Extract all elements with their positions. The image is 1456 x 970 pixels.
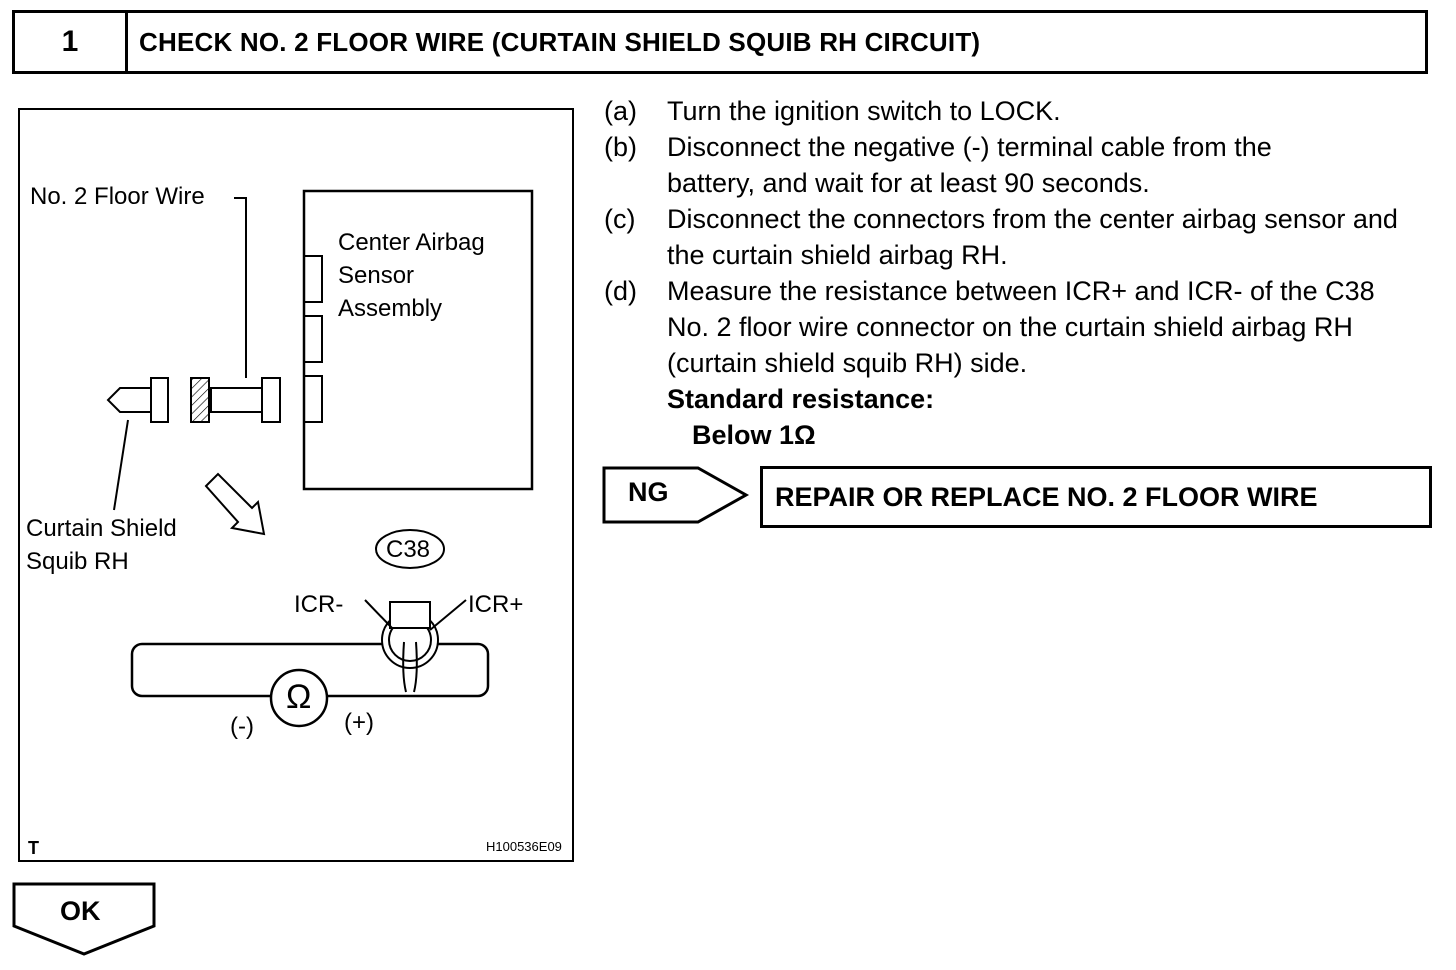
- c38-connector-head: [389, 601, 431, 629]
- floor-wire-body: [210, 387, 263, 413]
- step-text: Turn the ignition switch to LOCK.: [667, 96, 1061, 126]
- floor-wire-leader: [234, 197, 247, 378]
- sensor-connector-3: [303, 375, 323, 423]
- figure-code: H100536E09: [486, 839, 562, 854]
- sensor-connector-2: [303, 315, 323, 363]
- step-a: (a) Turn the ignition switch to LOCK.: [604, 93, 1444, 129]
- step-letter: (b): [604, 132, 637, 162]
- ok-label: OK: [60, 896, 101, 926]
- floor-wire-plug-right: [261, 377, 281, 423]
- label-sensor-line1: Center Airbag: [338, 229, 485, 256]
- step-c: (c) Disconnect the connectors from the c…: [604, 201, 1444, 273]
- hatched-plug: [190, 377, 210, 423]
- squib-connector: [150, 377, 169, 423]
- step-number: 1: [15, 13, 128, 71]
- ok-arrow-shape: [12, 882, 156, 956]
- connector-code: C38: [386, 536, 431, 563]
- wiring-drawing: [106, 189, 534, 728]
- step-text: Measure the resistance between ICR+ and …: [667, 276, 1375, 378]
- step-b: (b) Disconnect the negative (-) terminal…: [604, 129, 1444, 201]
- step-text: Disconnect the connectors from the cente…: [667, 204, 1398, 270]
- step-letter: (a): [604, 96, 637, 126]
- squib-leader: [113, 419, 129, 511]
- step-letter: (d): [604, 276, 637, 306]
- spec-label: Standard resistance:: [667, 384, 935, 414]
- procedure-steps: (a) Turn the ignition switch to LOCK. (b…: [604, 93, 1444, 453]
- wiring-illustration: No. 2 Floor Wire Center Airbag Sensor As…: [18, 108, 574, 862]
- ohm-symbol: Ω: [286, 678, 312, 716]
- corner-mark: T: [28, 838, 39, 858]
- icr-minus-leader: [364, 599, 393, 629]
- step-d: (d) Measure the resistance between ICR+ …: [604, 273, 1444, 381]
- c38-wire-harness: [402, 641, 418, 693]
- sensor-connector-1: [303, 255, 323, 303]
- direction-arrow: [204, 472, 266, 536]
- terminal-icr-minus: ICR-: [294, 591, 344, 618]
- icr-plus-leader: [429, 599, 467, 631]
- terminal-icr-plus: ICR+: [468, 591, 524, 618]
- connector-code-oval: [375, 529, 445, 569]
- step-text: Disconnect the negative (-) terminal cab…: [667, 132, 1272, 198]
- label-squib-line1: Curtain Shield: [26, 515, 177, 542]
- spec-value: Below 1Ω: [692, 420, 816, 450]
- ng-label: NG: [628, 477, 669, 507]
- squib-body: [106, 387, 151, 413]
- probe-positive: (+): [344, 709, 374, 736]
- label-sensor-line3: Assembly: [338, 295, 443, 322]
- step-title: CHECK NO. 2 FLOOR WIRE (CURTAIN SHIELD S…: [139, 26, 981, 57]
- step-header: 1 CHECK NO. 2 FLOOR WIRE (CURTAIN SHIELD…: [12, 10, 1428, 74]
- ng-action-box: REPAIR OR REPLACE NO. 2 FLOOR WIRE: [760, 466, 1432, 528]
- ng-arrow-shape: [602, 466, 750, 524]
- label-floor-wire: No. 2 Floor Wire: [30, 183, 205, 210]
- ohmmeter: [269, 668, 329, 728]
- label-squib-line2: Squib RH: [26, 548, 129, 575]
- label-sensor-line2: Sensor: [338, 262, 415, 289]
- step-letter: (c): [604, 204, 636, 234]
- probe-negative: (-): [230, 713, 254, 740]
